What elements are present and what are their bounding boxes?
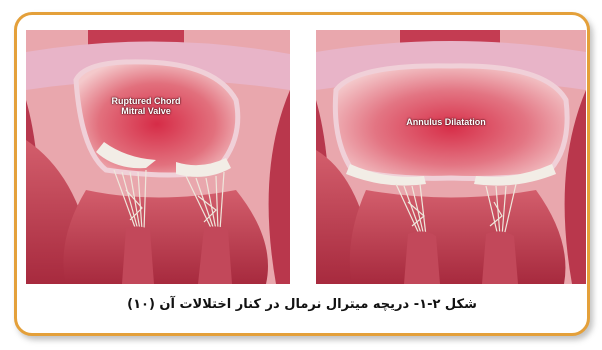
figure-caption: شکل ۲-۱- دریچه میترال نرمال در کنار اختل…	[30, 297, 574, 312]
right-heart-illustration: Annulus Dilatation	[316, 30, 586, 284]
right-heart-drawing	[316, 30, 586, 284]
left-heart-drawing	[26, 30, 290, 284]
left-heart-illustration: Ruptured Chord Mitral Valve	[26, 30, 290, 284]
left-panel-label: Ruptured Chord Mitral Valve	[66, 96, 226, 116]
right-panel-label: Annulus Dilatation	[366, 117, 526, 127]
